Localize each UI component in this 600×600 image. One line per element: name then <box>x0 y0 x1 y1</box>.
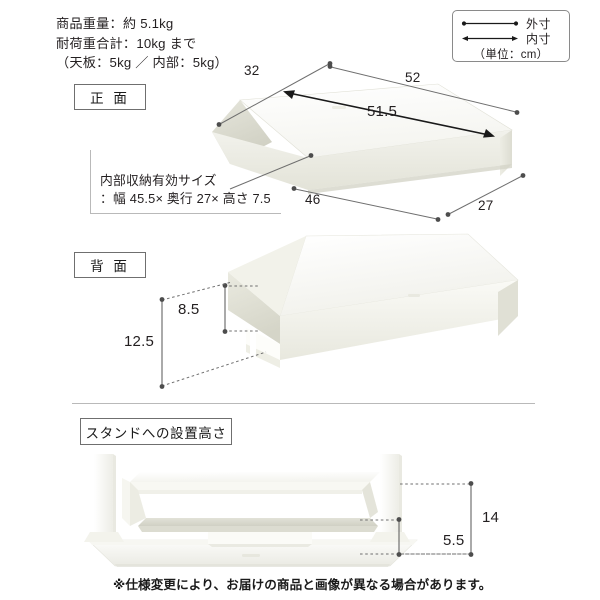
legend-row-outer: 外寸 <box>461 16 561 31</box>
dimension-line-inner-width <box>283 90 495 138</box>
dimension-line-lip-height <box>222 283 258 334</box>
inner-note-bracket-horizontal <box>90 213 281 214</box>
dimension-value-inner-width: 51.5 <box>367 103 397 120</box>
dimension-value-clearance-height: 5.5 <box>443 532 465 549</box>
section-label-back: 背 面 <box>74 252 146 278</box>
section-label-front: 正 面 <box>74 84 146 110</box>
dimension-value-top-depth: 32 <box>244 63 260 78</box>
inner-size-leader-line <box>229 153 314 190</box>
section-divider <box>72 403 535 404</box>
front-view-product-illustration <box>212 83 513 194</box>
spec-line-capacity: 耐荷重合計：10kg まで <box>56 35 197 51</box>
dimension-value-base-depth: 27 <box>478 198 494 213</box>
legend-row-inner: 内寸 <box>461 31 561 46</box>
dimension-value-lip-height: 8.5 <box>178 301 200 318</box>
dimension-line-total-height <box>159 281 267 389</box>
section-label-stand: スタンドへの設置高さ <box>80 418 232 445</box>
dimension-line-base-depth <box>445 173 526 217</box>
footer-disclaimer-note: ※仕様変更により、お届けの商品と画像が異なる場合があります。 <box>113 578 492 592</box>
dimension-value-top-width: 52 <box>405 70 421 85</box>
dimension-value-total-height: 12.5 <box>124 333 154 350</box>
dimension-line-total-stand-height <box>400 481 474 557</box>
legend-label-outer: 外寸 <box>526 17 552 31</box>
inner-dimension-symbol-icon <box>462 36 518 41</box>
inner-note-line-1: 内部収納有効サイズ <box>100 173 217 188</box>
stand-view-product-illustration <box>84 454 418 567</box>
inner-note-line-2: ：幅 45.5× 奥行 27× 高さ 7.5 <box>100 191 271 206</box>
dimension-line-base-width <box>291 186 441 222</box>
back-view-product-illustration <box>228 233 519 368</box>
spec-line-weight: 商品重量：約 5.1kg <box>56 16 174 31</box>
dimension-value-base-width: 46 <box>305 192 321 207</box>
legend-box: 外寸 内寸 （単位：cm） <box>452 10 570 62</box>
inner-note-bracket-vertical <box>90 150 91 214</box>
spec-text-block: 商品重量：約 5.1kg 耐荷重合計：10kg まで （天板：5kg ／ 内部：… <box>56 14 228 73</box>
dimension-line-clearance-height <box>360 517 470 557</box>
inner-storage-note: 内部収納有効サイズ ：幅 45.5× 奥行 27× 高さ 7.5 <box>100 172 271 208</box>
dimension-value-total-stand-height: 14 <box>482 509 500 526</box>
spec-line-breakdown: （天板：5kg ／ 内部：5kg） <box>56 55 228 70</box>
outer-dimension-symbol-icon <box>461 21 519 26</box>
dimension-line-top-width <box>327 64 520 115</box>
legend-unit: （単位：cm） <box>473 49 549 61</box>
legend-label-inner: 内寸 <box>526 32 552 46</box>
